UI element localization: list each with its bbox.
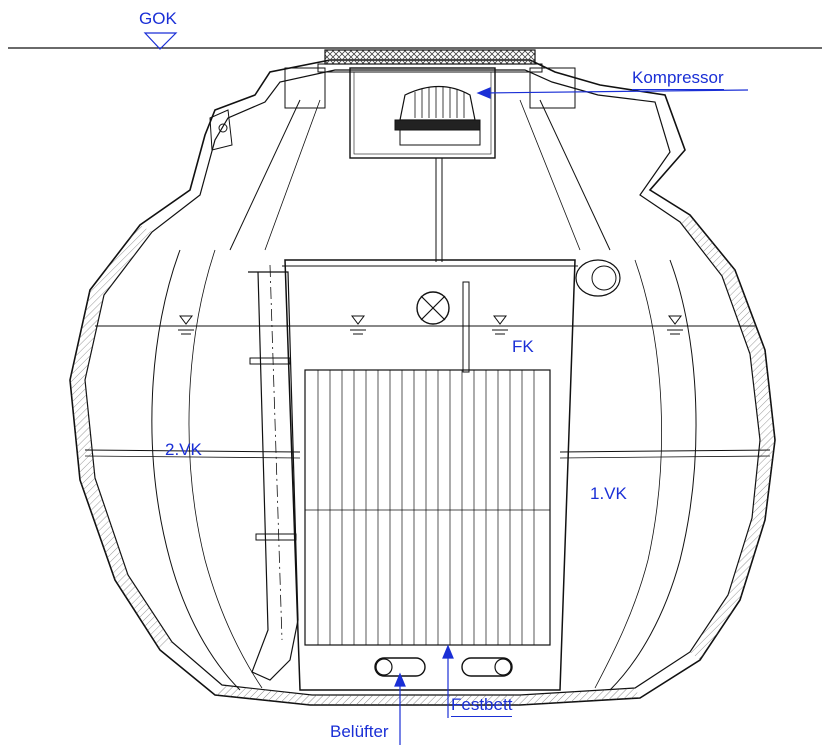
- fixed-bed-leader: [442, 644, 454, 718]
- fixed-bed-label: Festbett: [451, 695, 513, 717]
- manhole-cover: [324, 49, 536, 65]
- compressor-fins: [414, 86, 465, 118]
- flange-left: [284, 67, 326, 109]
- dome-rib-left: [229, 99, 301, 251]
- second-chamber-label: 2.VK: [165, 440, 202, 459]
- fixed-bed-lines: [305, 370, 550, 645]
- dome-rib-right-b: [519, 99, 581, 251]
- ground-level-symbol: [143, 32, 178, 50]
- aerator-leader: [394, 672, 406, 745]
- tank-wall-hatch-left: [70, 225, 172, 650]
- dome-rib-left-b: [264, 99, 321, 251]
- fk-riser-pipe: [462, 281, 470, 373]
- compressor-label: Kompressor: [632, 68, 724, 90]
- first-chamber-label: 1.VK: [590, 484, 627, 503]
- ground-level-label: GOK: [139, 9, 177, 28]
- fixed-bed-media: [304, 369, 551, 646]
- aerator-label: Belüfter: [330, 722, 389, 741]
- compressor-leader: [476, 87, 749, 99]
- tank-rib-left: [84, 449, 301, 453]
- tank-curve-rib-left-2: [188, 249, 263, 689]
- water-level-symbols: [178, 315, 683, 335]
- dome-rib-right: [539, 99, 611, 251]
- compressor-unit: [399, 86, 476, 121]
- dome-handle-left: [209, 109, 233, 151]
- tank-inner-shell: [84, 69, 761, 696]
- tank-rib-right-2: [559, 455, 771, 459]
- inlet-pipe: [575, 259, 621, 297]
- compressor-box: [349, 67, 496, 159]
- tank-curve-rib-right-1: [609, 259, 697, 691]
- flange-right: [529, 67, 576, 109]
- aerator-pipe-right: [461, 657, 513, 677]
- tank-bottom-hatch: [215, 685, 640, 705]
- final-clarifier-vessel: [284, 259, 576, 691]
- tank-rib-left-2: [84, 455, 301, 459]
- tank-wall-hatch-right: [680, 215, 775, 660]
- airlift-centerline: [269, 264, 283, 641]
- final-clarifier-label: FK: [512, 337, 534, 356]
- inspection-port: [416, 291, 450, 325]
- tank-curve-rib-right-2: [594, 259, 662, 689]
- airlift-pipe: [248, 271, 299, 681]
- compressor-base: [394, 119, 481, 131]
- compressor-box-inner: [353, 71, 492, 155]
- tank-curve-rib-left-1: [151, 249, 241, 691]
- tank-rib-right: [559, 449, 771, 453]
- compressor-feet: [399, 130, 481, 146]
- tank-outer-shell: [69, 59, 776, 706]
